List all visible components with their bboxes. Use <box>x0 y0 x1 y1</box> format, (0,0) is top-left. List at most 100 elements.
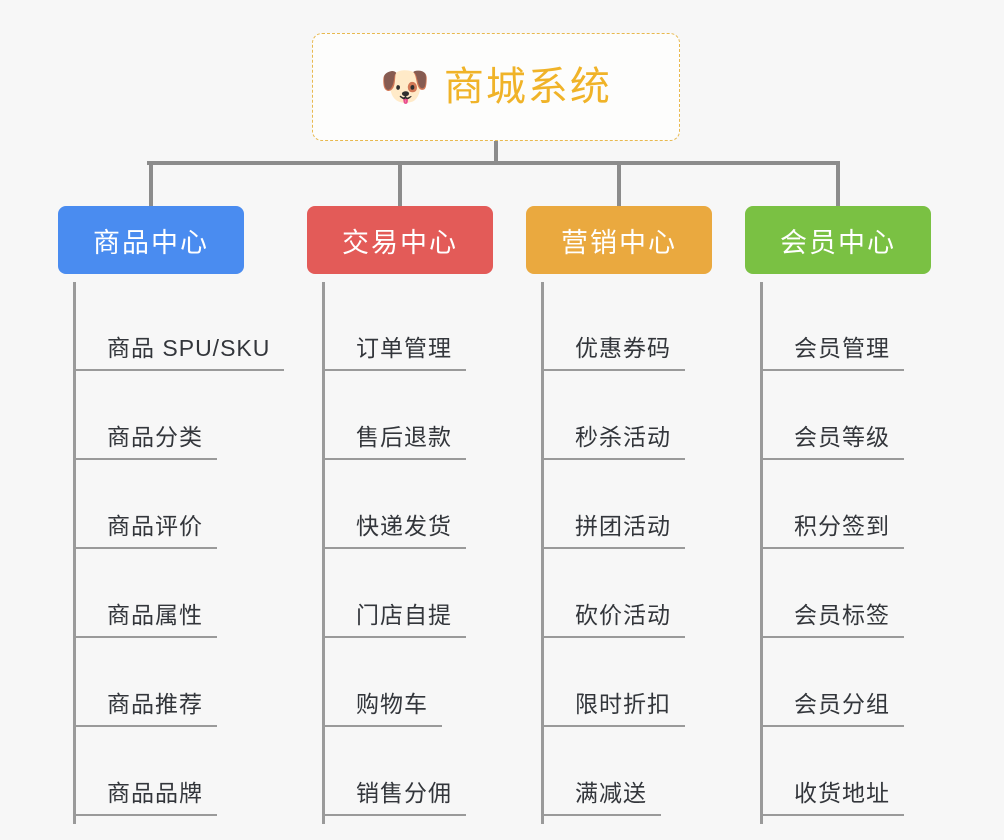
item-connector-rule <box>74 458 104 460</box>
item-connector-rule <box>323 369 353 371</box>
list-item[interactable]: 满减送 <box>526 727 712 816</box>
list-item-label: 快递发货 <box>352 512 466 549</box>
item-connector-rule <box>542 369 572 371</box>
list-item-label: 秒杀活动 <box>571 423 685 460</box>
item-connector-rule <box>74 814 104 816</box>
item-connector-rule <box>323 725 353 727</box>
list-item-label: 砍价活动 <box>571 601 685 638</box>
category-header-label: 会员中心 <box>780 227 896 258</box>
item-connector-rule <box>542 814 572 816</box>
item-connector-rule <box>323 636 353 638</box>
list-item[interactable]: 门店自提 <box>307 549 493 638</box>
category-item-list-marketing-center: 优惠券码秒杀活动拼团活动砍价活动限时折扣满减送 <box>526 282 712 816</box>
category-column-member-center: 会员中心会员管理会员等级积分签到会员标签会员分组收货地址 <box>745 206 931 824</box>
connector-drop-member-center <box>836 161 840 206</box>
item-connector-rule <box>74 369 104 371</box>
root-title: 商城系统 <box>443 65 612 109</box>
item-connector-rule <box>761 814 791 816</box>
list-item[interactable]: 限时折扣 <box>526 638 712 727</box>
category-header-product-center[interactable]: 商品中心 <box>58 206 244 274</box>
item-connector-rule <box>761 636 791 638</box>
list-item-label: 购物车 <box>352 690 442 727</box>
item-connector-rule <box>323 547 353 549</box>
list-item-label: 商品 SPU/SKU <box>103 334 285 371</box>
list-item[interactable]: 售后退款 <box>307 371 493 460</box>
item-connector-rule <box>542 725 572 727</box>
list-item-label: 会员等级 <box>790 423 904 460</box>
list-item-label: 商品分类 <box>103 423 217 460</box>
list-item[interactable]: 商品评价 <box>58 460 244 549</box>
list-item-label: 商品属性 <box>103 601 217 638</box>
list-item[interactable]: 购物车 <box>307 638 493 727</box>
list-item-label: 会员分组 <box>790 690 904 727</box>
item-connector-rule <box>323 458 353 460</box>
list-item[interactable]: 订单管理 <box>307 282 493 371</box>
item-connector-rule <box>542 547 572 549</box>
list-item[interactable]: 商品 SPU/SKU <box>58 282 285 371</box>
list-item[interactable]: 快递发货 <box>307 460 493 549</box>
list-item[interactable]: 商品品牌 <box>58 727 244 816</box>
list-item[interactable]: 拼团活动 <box>526 460 712 549</box>
root-node[interactable]: 🐶 商城系统 <box>312 33 680 141</box>
item-connector-rule <box>761 369 791 371</box>
list-item[interactable]: 积分签到 <box>745 460 931 549</box>
list-item[interactable]: 商品分类 <box>58 371 244 460</box>
list-item-label: 积分签到 <box>790 512 904 549</box>
category-column-product-center: 商品中心商品 SPU/SKU 商品分类商品评价商品属性商品推荐商品品牌 <box>58 206 285 824</box>
list-item-label: 商品推荐 <box>103 690 217 727</box>
list-item-label: 销售分佣 <box>352 779 466 816</box>
item-connector-rule <box>761 547 791 549</box>
list-item[interactable]: 砍价活动 <box>526 549 712 638</box>
category-item-list-trade-center: 订单管理售后退款快递发货门店自提购物车销售分佣 <box>307 282 493 816</box>
list-item[interactable]: 会员管理 <box>745 282 931 371</box>
list-item[interactable]: 会员标签 <box>745 549 931 638</box>
category-header-trade-center[interactable]: 交易中心 <box>307 206 493 274</box>
category-column-marketing-center: 营销中心优惠券码秒杀活动拼团活动砍价活动限时折扣满减送 <box>526 206 712 824</box>
item-connector-rule <box>542 636 572 638</box>
connector-root-stem <box>494 141 498 165</box>
list-item-label: 限时折扣 <box>571 690 685 727</box>
category-spine-trade-center <box>322 282 325 824</box>
list-item[interactable]: 商品属性 <box>58 549 244 638</box>
category-spine-marketing-center <box>541 282 544 824</box>
connector-drop-product-center <box>149 161 153 206</box>
list-item-label: 门店自提 <box>352 601 466 638</box>
list-item[interactable]: 优惠券码 <box>526 282 712 371</box>
item-connector-rule <box>74 636 104 638</box>
category-header-label: 营销中心 <box>561 227 677 258</box>
list-item[interactable]: 会员分组 <box>745 638 931 727</box>
category-column-trade-center: 交易中心订单管理售后退款快递发货门店自提购物车销售分佣 <box>307 206 493 824</box>
list-item-label: 售后退款 <box>352 423 466 460</box>
list-item[interactable]: 收货地址 <box>745 727 931 816</box>
item-connector-rule <box>761 725 791 727</box>
category-spine-product-center <box>73 282 76 824</box>
category-header-label: 商品中心 <box>93 227 209 258</box>
connector-drop-marketing-center <box>617 161 621 206</box>
list-item-label: 订单管理 <box>352 334 466 371</box>
list-item[interactable]: 秒杀活动 <box>526 371 712 460</box>
list-item-label: 会员标签 <box>790 601 904 638</box>
list-item[interactable]: 商品推荐 <box>58 638 244 727</box>
item-connector-rule <box>542 458 572 460</box>
category-item-list-member-center: 会员管理会员等级积分签到会员标签会员分组收货地址 <box>745 282 931 816</box>
list-item[interactable]: 会员等级 <box>745 371 931 460</box>
item-connector-rule <box>323 814 353 816</box>
list-item-label: 拼团活动 <box>571 512 685 549</box>
item-connector-rule <box>74 547 104 549</box>
list-item-label: 收货地址 <box>790 779 904 816</box>
category-spine-member-center <box>760 282 763 824</box>
item-connector-rule <box>761 458 791 460</box>
connector-horizontal-bus <box>147 161 837 165</box>
list-item-label: 商品评价 <box>103 512 217 549</box>
item-connector-rule <box>74 725 104 727</box>
shiba-dog-face-icon: 🐶 <box>380 65 430 109</box>
list-item-label: 优惠券码 <box>571 334 685 371</box>
list-item-label: 会员管理 <box>790 334 904 371</box>
connector-drop-trade-center <box>398 161 402 206</box>
category-header-marketing-center[interactable]: 营销中心 <box>526 206 712 274</box>
category-header-label: 交易中心 <box>342 227 458 258</box>
list-item[interactable]: 销售分佣 <box>307 727 493 816</box>
category-item-list-product-center: 商品 SPU/SKU 商品分类商品评价商品属性商品推荐商品品牌 <box>58 282 285 816</box>
category-header-member-center[interactable]: 会员中心 <box>745 206 931 274</box>
